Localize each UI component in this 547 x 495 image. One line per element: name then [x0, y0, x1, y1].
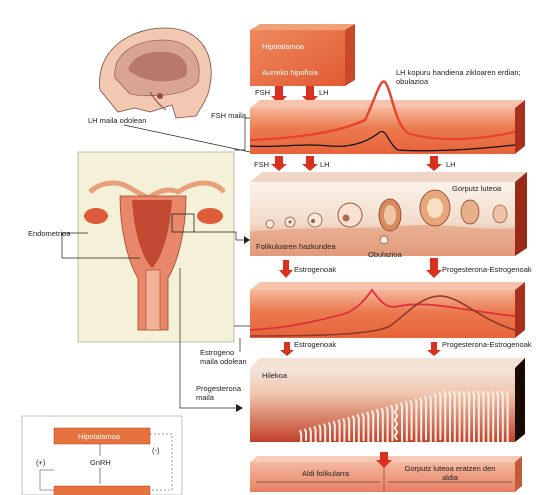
endometrial-gland — [447, 390, 451, 443]
estrogens-label-1: Estrogenoak — [294, 265, 337, 274]
endometrial-gland — [332, 420, 336, 441]
fsh-level-label: FSH maila — [211, 111, 247, 120]
uterus-panel — [77, 151, 235, 343]
corpus-luteum-label: Gorputz luteoa — [452, 184, 502, 193]
endometrial-gland — [393, 403, 399, 441]
endometrial-gland — [299, 429, 303, 442]
estrogen-curve — [249, 288, 516, 331]
endometrial-gland — [342, 418, 346, 443]
endometrial-gland — [462, 390, 466, 443]
head-illustration — [99, 27, 212, 119]
estrogens-label-2: Estrogenoak — [294, 340, 337, 349]
endometrial-gland — [409, 399, 413, 441]
negative-feedback-label: (-) — [152, 446, 160, 455]
hypothalamus-label: Hipotalamoa — [262, 42, 305, 51]
hormone-band — [249, 80, 525, 154]
progesterone-curve — [249, 295, 516, 337]
endometrial-gland — [313, 425, 317, 443]
lh-curve — [249, 80, 516, 142]
phase-bar — [250, 452, 522, 492]
endometrial-gland — [390, 405, 394, 442]
flow-hypothalamus-label: Hipotalamoa — [78, 432, 121, 441]
fsh-top-label: FSH — [255, 88, 270, 97]
endometrial-gland — [505, 390, 509, 443]
endometrial-gland — [371, 410, 375, 443]
endometrial-gland — [318, 424, 322, 441]
endometrial-gland — [327, 421, 331, 443]
endometrial-gland — [495, 390, 499, 443]
endometrial-gland — [308, 427, 312, 444]
endometrial-gland — [491, 390, 495, 443]
estrogen-blood-label: Estrogeno maila odolean — [200, 348, 247, 366]
lh-blood-level-label: LH maila odolean — [88, 116, 147, 125]
lh-mid-label: LH — [320, 160, 330, 169]
fsh-mid-label: FSH — [254, 160, 269, 169]
mid-arrows — [271, 156, 442, 171]
endometrial-gland — [433, 393, 437, 442]
fsh-curve — [249, 130, 516, 152]
endometrium-label: Endometrioa — [28, 229, 71, 238]
endometrial-gland — [452, 390, 456, 443]
endometrial-gland — [361, 412, 365, 442]
endometrial-gland — [356, 414, 360, 443]
anterior-pituitary-label: Aurreko hipofisia — [262, 68, 318, 77]
endometrial-gland — [323, 423, 327, 444]
endometrial-gland — [423, 395, 427, 441]
connector-lines — [61, 117, 251, 409]
follicle-growth-label: Folikuluaren hazkundea — [256, 242, 336, 251]
lh-peak-note: LH kopuru handiena zikloaren erdian; obu… — [396, 68, 521, 86]
endometrium-band — [250, 358, 525, 444]
endometrial-gland — [500, 390, 504, 443]
steroid-band — [249, 282, 525, 338]
endometrial-gland — [351, 415, 355, 444]
endometrial-gland — [486, 390, 490, 443]
follicular-phase-label: Aldi folikularra — [302, 469, 350, 478]
menstruation-label: Hilekoa — [262, 371, 288, 380]
endometrial-gland — [481, 390, 485, 443]
endometrial-gland — [303, 428, 307, 441]
endometrial-gland — [438, 392, 442, 441]
prog-estro-label-2: Progesterona-Estrogenoak — [442, 340, 532, 349]
endometrial-gland — [476, 390, 480, 443]
endometrial-gland — [471, 390, 475, 443]
endometrial-gland — [380, 407, 384, 444]
endometrial-gland — [404, 401, 408, 442]
endometrial-gland — [347, 416, 351, 441]
endometrial-gland — [399, 402, 403, 443]
endometrial-gland — [375, 408, 379, 442]
endometrial-gland — [443, 390, 447, 443]
pituitary-arrows — [271, 86, 318, 104]
lh-mid-right-label: LH — [446, 160, 456, 169]
endometrial-gland — [366, 411, 370, 444]
prog-estro-label-1: Progesterona-Estrogenoak — [442, 265, 532, 274]
ovary-arrows — [279, 258, 442, 278]
gnrh-label: GnRH — [90, 458, 111, 467]
positive-feedback-label: (+) — [36, 458, 46, 467]
lh-top-label: LH — [319, 88, 329, 97]
ovulation-label: Obulazioa — [368, 250, 402, 259]
steroid-arrows — [280, 342, 441, 356]
ovary-band — [250, 172, 527, 256]
luteal-phase-label: Gorputz luteoa eratzen den aldia — [404, 464, 496, 482]
feedback-flowchart — [21, 415, 183, 495]
endometrial-gland — [385, 406, 389, 443]
progesterone-level-label: Progesterona maila — [196, 384, 242, 402]
endometrial-gland — [419, 397, 423, 442]
endometrial-gland — [337, 419, 341, 444]
endometrial-gland — [467, 390, 471, 443]
endometrial-gland — [457, 390, 461, 443]
endometrial-gland — [414, 398, 418, 443]
hypothalamus-box — [250, 24, 355, 86]
endometrial-gland — [428, 394, 432, 443]
